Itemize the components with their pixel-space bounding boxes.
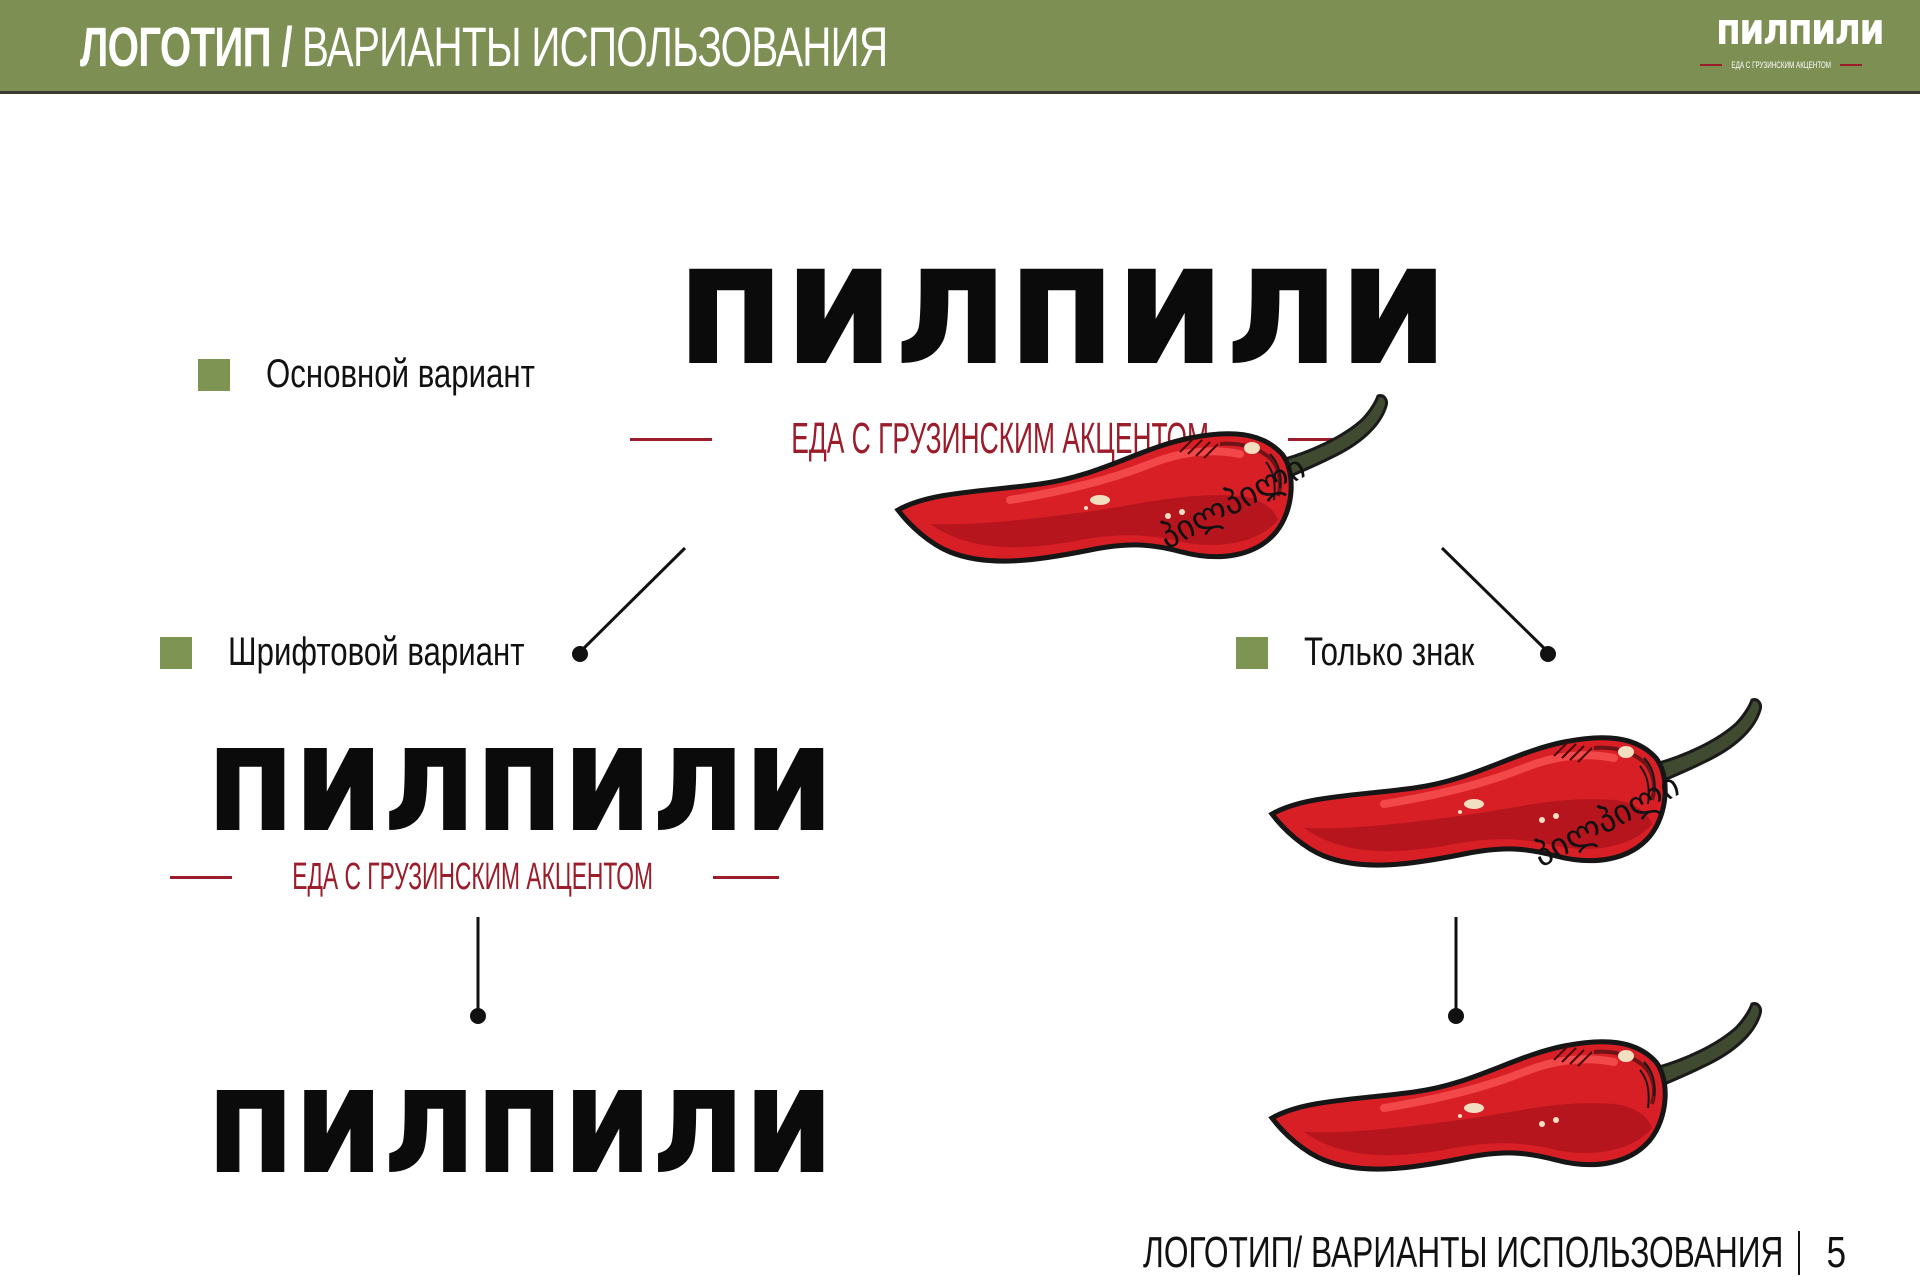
footer: ЛОГОТИП/ ВАРИАНТЫ ИСПОЛЬЗОВАНИЯ 5	[894, 1228, 1848, 1278]
tagline-rule-left	[170, 876, 232, 879]
bullet-square-icon	[160, 636, 192, 669]
title-light: ВАРИАНТЫ ИСПОЛЬЗОВАНИЯ	[301, 14, 888, 78]
label-sign-variant: Только знак	[1236, 630, 1522, 675]
header-logo: пилпили ЕДА С ГРУЗИНСКИМ АКЦЕНТОМ	[1700, 4, 1890, 72]
sign-chili-pepper-icon	[1264, 696, 1764, 886]
font-tagline: ЕДА С ГРУЗИНСКИМ АКЦЕНТОМ	[170, 856, 780, 899]
label-main-text: Основной вариант	[266, 352, 535, 396]
font-wordmark: пилпили	[206, 692, 834, 866]
footer-section: ЛОГОТИП/ ВАРИАНТЫ ИСПОЛЬЗОВАНИЯ	[1143, 1228, 1784, 1277]
font-wordmark-only: пилпили	[206, 1034, 834, 1208]
tagline-rule-left	[1700, 64, 1722, 66]
tagline-rule-right	[713, 876, 780, 879]
main-chili-pepper-icon	[890, 392, 1390, 582]
header-logo-wordmark: пилпили	[1716, 4, 1885, 55]
title-bold: ЛОГОТИП /	[80, 14, 293, 78]
main-wordmark: пилпили	[676, 203, 1449, 405]
bullet-square-icon	[1236, 636, 1268, 669]
header-logo-tagline: ЕДА С ГРУЗИНСКИМ АКЦЕНТОМ	[1731, 60, 1832, 70]
label-font-text: Шрифтовой вариант	[228, 630, 525, 674]
label-sign-text: Только знак	[1304, 630, 1475, 674]
page-number: 5	[1825, 1228, 1846, 1277]
sign-only-chili-pepper-icon	[1264, 1000, 1764, 1190]
footer-separator	[1797, 1231, 1800, 1275]
tagline-rule-left	[630, 437, 712, 441]
header-logo-tagline-row: ЕДА С ГРУЗИНСКИМ АКЦЕНТОМ	[1700, 60, 1890, 70]
tagline-rule-right	[1840, 64, 1863, 66]
bullet-square-icon	[198, 358, 230, 391]
label-font-variant: Шрифтовой вариант	[160, 630, 608, 675]
page-title: ЛОГОТИП / ВАРИАНТЫ ИСПОЛЬЗОВАНИЯ	[80, 8, 888, 84]
label-main-variant: Основной вариант	[198, 352, 611, 397]
header-bar: ЛОГОТИП / ВАРИАНТЫ ИСПОЛЬЗОВАНИЯ пилпили…	[0, 0, 1920, 94]
tagline-rule-right	[1288, 437, 1349, 441]
font-tagline-text: ЕДА С ГРУЗИНСКИМ АКЦЕНТОМ	[292, 856, 654, 898]
